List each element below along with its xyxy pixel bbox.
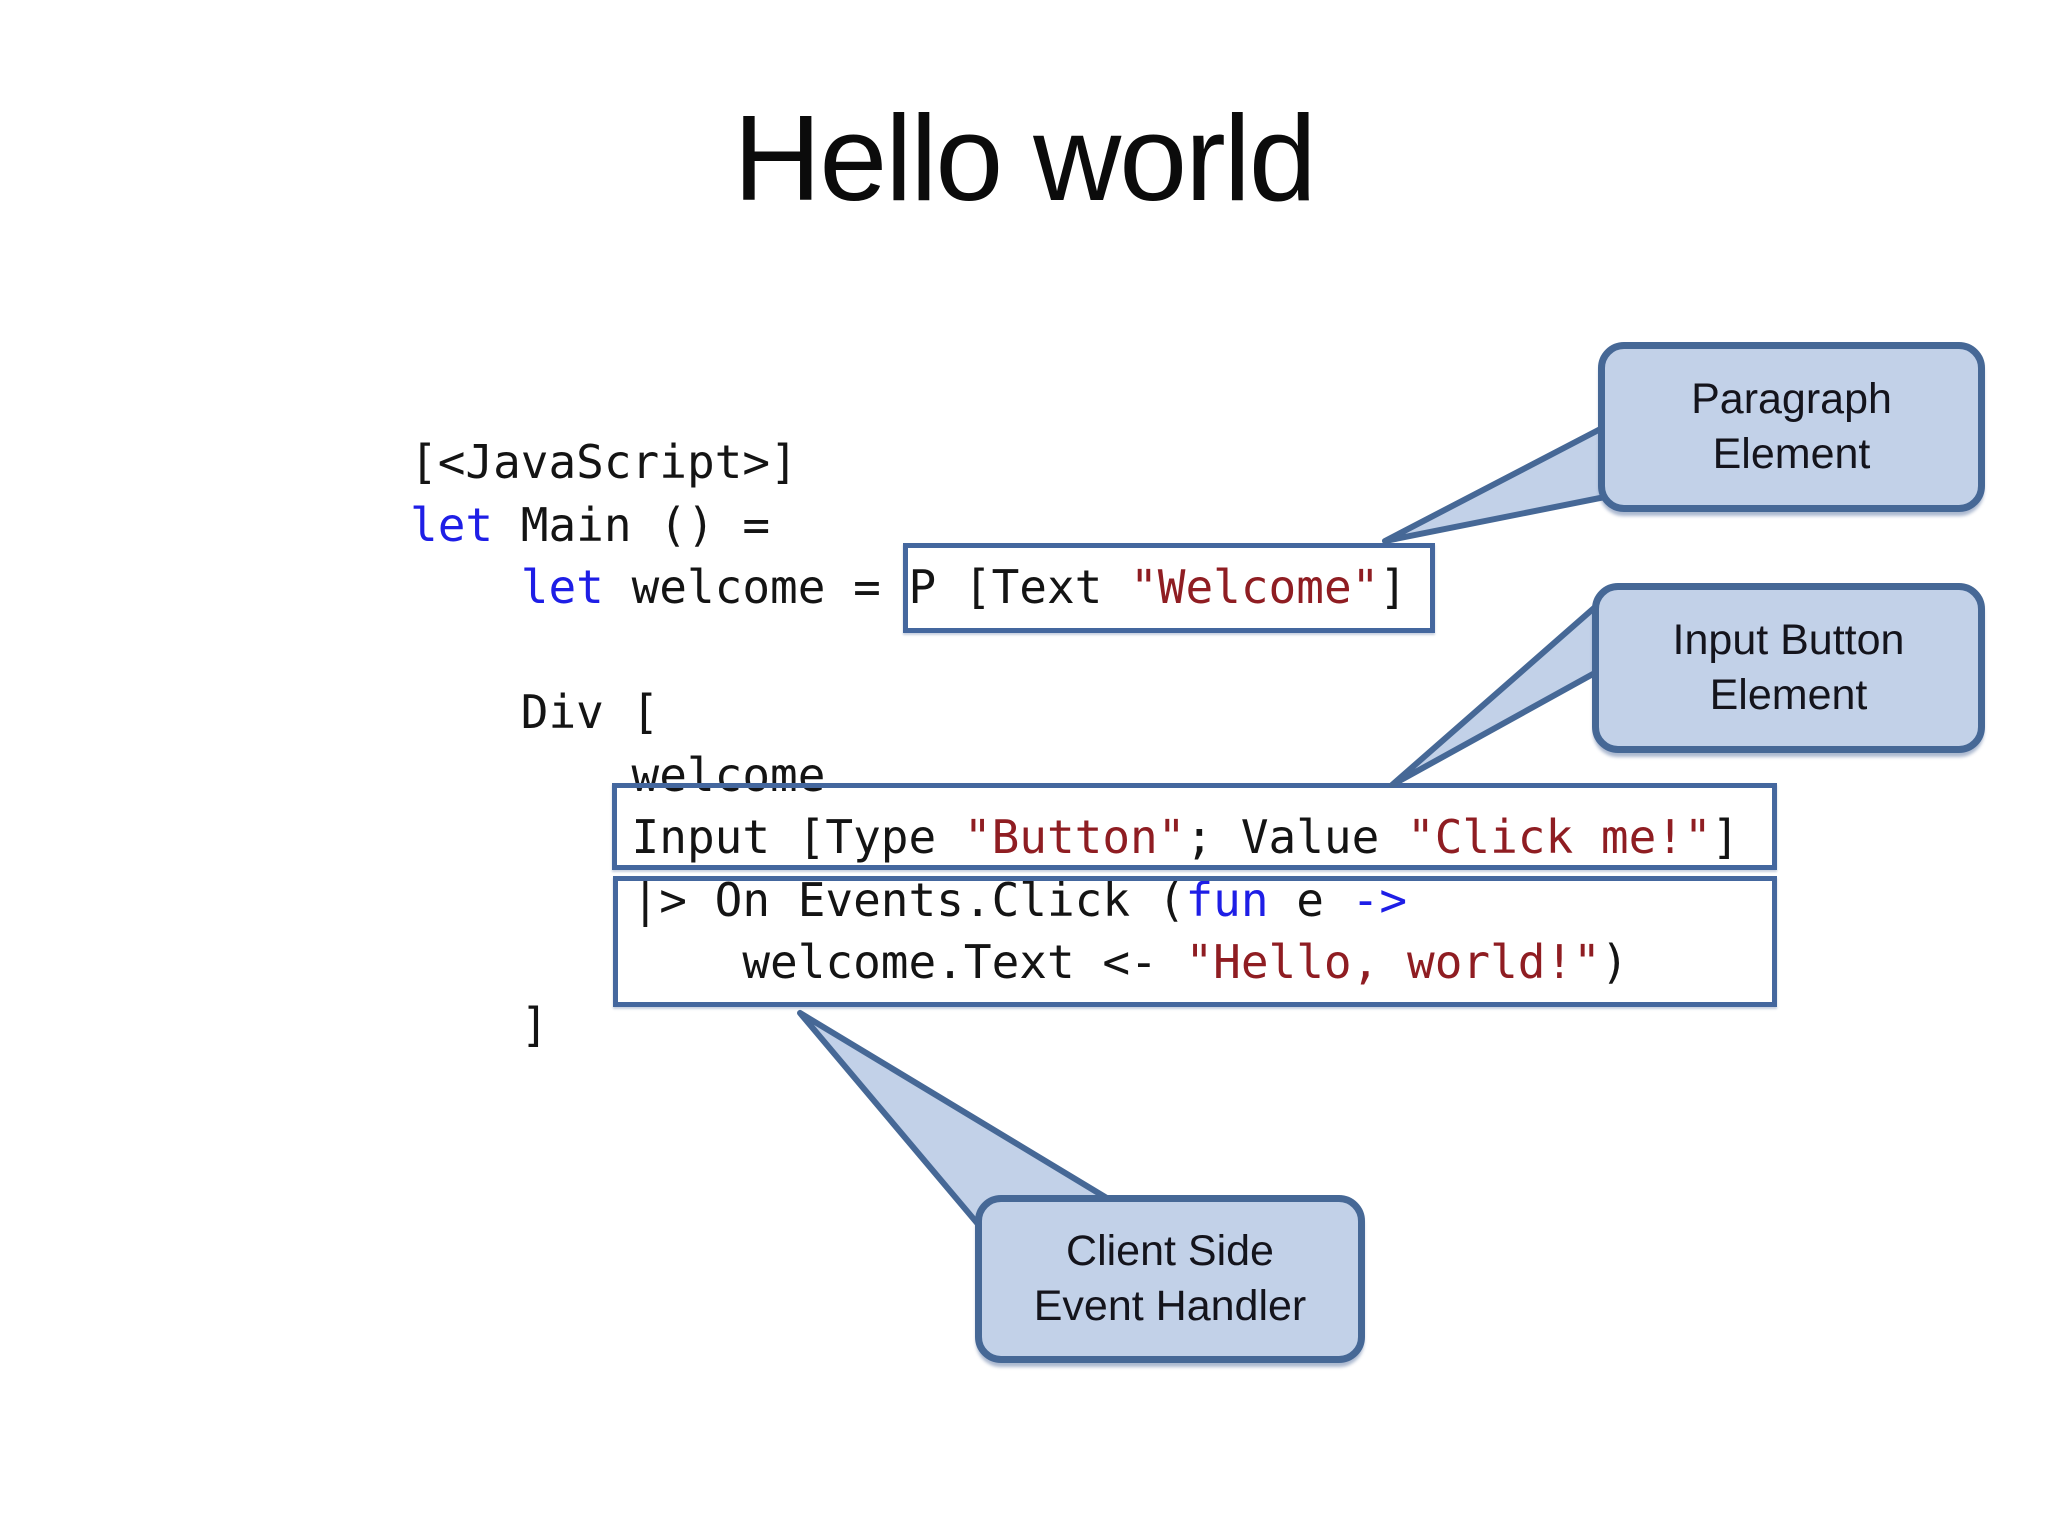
event-handler-code-highlight-box xyxy=(613,876,1777,1007)
code-line: let Main () = xyxy=(410,494,1739,557)
callout-label-line: Element xyxy=(1712,430,1871,478)
code-text: [<JavaScript>] xyxy=(410,435,798,489)
input-code-highlight-box xyxy=(612,783,1777,870)
callout-label-line: Paragraph xyxy=(1691,375,1892,423)
code-text: Main () = xyxy=(493,497,771,552)
code-line: Div [ xyxy=(410,681,1739,744)
code-string: "Hello, world!" xyxy=(1185,935,1601,989)
code-text: welcome.Text <- xyxy=(410,935,1186,989)
code-keyword: -> xyxy=(1351,872,1408,927)
input-button-callout-tail xyxy=(1389,598,1605,788)
paragraph-code-highlight-box xyxy=(903,543,1435,633)
code-line: let welcome = P [Text "Welcome"] xyxy=(410,556,1739,619)
callout-client-side-event-handler: Client Side Event Handler xyxy=(975,1195,1365,1363)
code-line: [<JavaScript>] xyxy=(410,431,1739,494)
callout-label-line: Element xyxy=(1709,671,1868,719)
code-line: |> On Events.Click (fun e -> xyxy=(410,869,1739,932)
code-line: ] xyxy=(410,994,1739,1057)
code-line: welcome.Text <- "Hello, world!") xyxy=(410,931,1739,994)
slide-title: Hello world xyxy=(733,90,1316,226)
code-keyword: let xyxy=(520,560,604,614)
callout-label-line: Client Side xyxy=(1066,1227,1274,1275)
paragraph-callout-tail xyxy=(1382,421,1613,544)
callout-input-button-element: Input Button Element xyxy=(1592,583,1985,753)
code-text: welcome xyxy=(410,747,826,802)
code-line: welcome xyxy=(410,744,1739,807)
code-line: Input [Type "Button"; Value "Click me!"] xyxy=(410,806,1740,869)
code-text: ] xyxy=(1379,560,1408,614)
code-text: ] xyxy=(1711,810,1740,864)
code-string: "Welcome" xyxy=(1130,560,1380,614)
code-string: "Button" xyxy=(963,810,1186,864)
code-text: ] xyxy=(410,997,549,1052)
code-block: [<JavaScript>]let Main () = let welcome … xyxy=(410,431,1739,1056)
callout-label-line: Event Handler xyxy=(1033,1282,1307,1330)
code-text: ; Value xyxy=(1185,810,1408,864)
code-text: e xyxy=(1268,872,1352,927)
code-text: welcome = P [Text xyxy=(603,560,1131,614)
code-string: "Click me!" xyxy=(1407,810,1712,864)
code-text: ) xyxy=(1600,935,1629,989)
code-text: |> On Events.Click ( xyxy=(410,872,1186,927)
code-text: Input [Type xyxy=(410,810,964,864)
code-keyword: fun xyxy=(1185,872,1269,927)
callout-paragraph-element: Paragraph Element xyxy=(1598,342,1985,512)
callout-label-line: Input Button xyxy=(1672,616,1905,664)
code-keyword: let xyxy=(410,497,494,552)
code-text: Div [ xyxy=(410,685,660,739)
